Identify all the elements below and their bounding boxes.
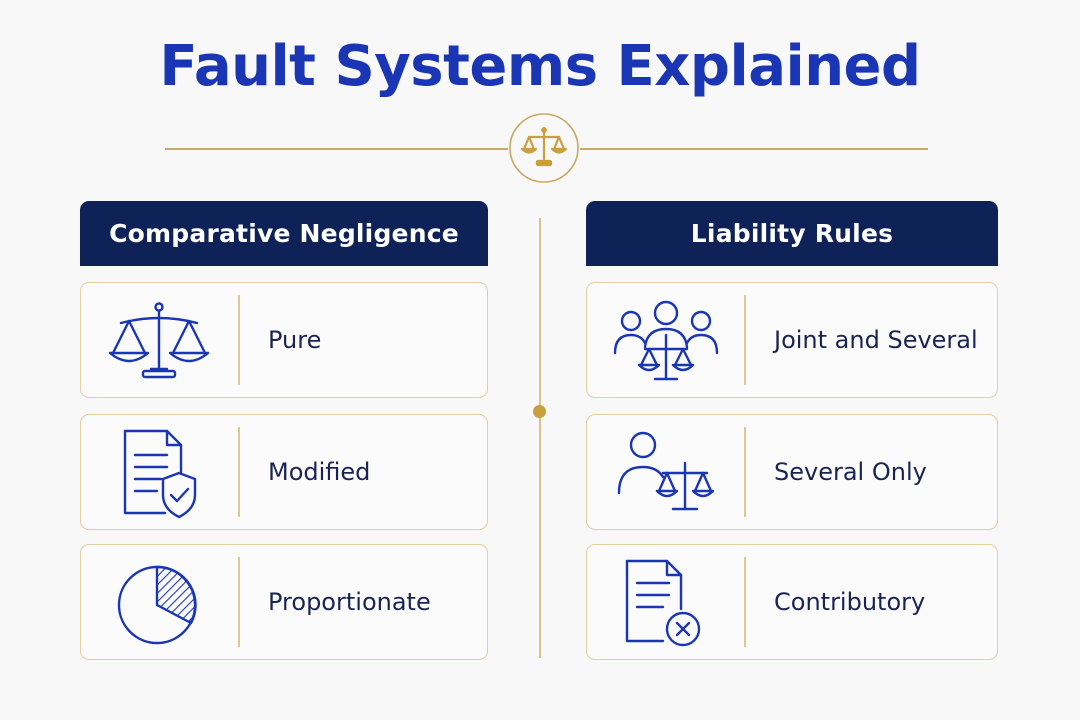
card-several-only: Several Only <box>586 414 998 530</box>
column-liability-rules: Liability Rules <box>586 201 998 660</box>
card-joint-and-several: Joint and Several <box>586 282 998 398</box>
card-label: Joint and Several <box>774 326 978 354</box>
card-separator <box>744 557 746 647</box>
card-separator <box>744 295 746 385</box>
column-header: Comparative Negligence <box>80 201 488 266</box>
document-x-icon <box>601 553 731 653</box>
scales-icon <box>95 291 225 391</box>
card-label: Contributory <box>774 588 926 616</box>
document-shield-icon <box>95 423 225 523</box>
card-separator <box>238 557 240 647</box>
pie-chart-icon <box>95 553 225 653</box>
center-divider <box>539 218 541 658</box>
person-scales-icon <box>601 423 731 523</box>
card-label: Several Only <box>774 458 927 486</box>
card-separator <box>238 295 240 385</box>
card-separator <box>744 427 746 517</box>
title-divider-right <box>580 148 928 150</box>
center-divider-dot <box>533 405 546 418</box>
card-label: Modified <box>268 458 371 486</box>
column-comparative-negligence: Comparative Negligence Pure <box>80 201 488 660</box>
page-title: Fault Systems Explained <box>159 34 921 99</box>
column-header: Liability Rules <box>586 201 998 266</box>
card-label: Proportionate <box>268 588 431 616</box>
card-contributory: Contributory <box>586 544 998 660</box>
card-separator <box>238 427 240 517</box>
card-proportionate: Proportionate <box>80 544 488 660</box>
scales-emblem-icon <box>508 112 580 184</box>
card-label: Pure <box>268 326 322 354</box>
card-modified: Modified <box>80 414 488 530</box>
group-scales-icon <box>601 291 731 391</box>
card-pure: Pure <box>80 282 488 398</box>
title-divider-left <box>165 148 508 150</box>
